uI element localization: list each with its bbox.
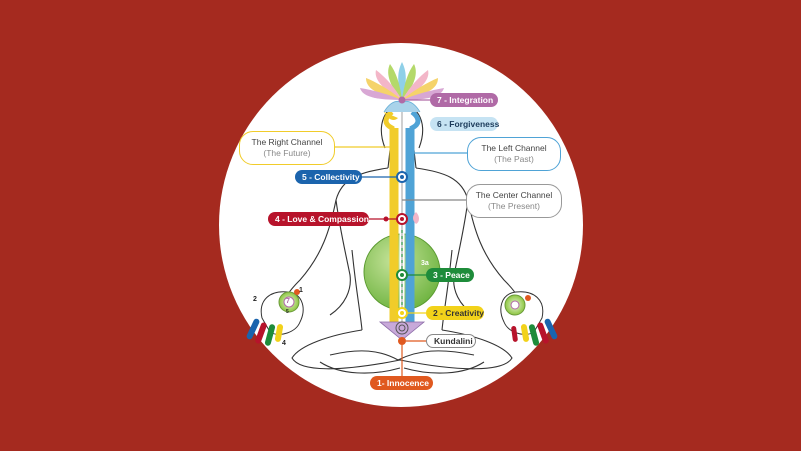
love-compassion-label: 4 - Love & Compassion <box>268 212 369 226</box>
right-hand <box>500 291 558 346</box>
right-channel-bubble: The Right Channel (The Future) <box>239 131 335 165</box>
left-hand-number-2: 2 <box>253 296 257 303</box>
left-hand <box>246 289 304 346</box>
center-channel-title: The Center Channel <box>475 190 553 200</box>
left-hand-number-4: 4 <box>282 340 286 347</box>
sacrum-triangle <box>378 321 426 341</box>
center-channel-sub: (The Present) <box>488 201 540 211</box>
right-channel-title: The Right Channel <box>251 137 323 147</box>
peace-label: 3 - Peace <box>426 268 474 282</box>
creativity-label: 2 - Creativity <box>426 306 484 320</box>
left-palm-number-7: 7 <box>286 298 290 305</box>
crown-petals <box>360 62 444 100</box>
forgiveness-label: 6 - Forgiveness <box>430 117 499 131</box>
left-hand-number-1: 1 <box>299 287 303 294</box>
integration-label: 7 - Integration <box>430 93 498 107</box>
center-channel-bubble: The Center Channel (The Present) <box>466 184 562 218</box>
collectivity-label: 5 - Collectivity <box>295 170 362 184</box>
connector-lines <box>335 99 468 376</box>
right-channel-sub: (The Future) <box>263 148 311 158</box>
left-channel-bubble: The Left Channel (The Past) <box>467 137 561 171</box>
kundalini-label: Kundalini <box>426 334 476 348</box>
left-hand-number-5: 5 <box>286 309 289 315</box>
innocence-label: 1- Innocence <box>370 376 433 390</box>
left-channel-sub: (The Past) <box>494 154 534 164</box>
void-label: 3a <box>421 260 429 267</box>
left-channel-title: The Left Channel <box>481 143 547 153</box>
